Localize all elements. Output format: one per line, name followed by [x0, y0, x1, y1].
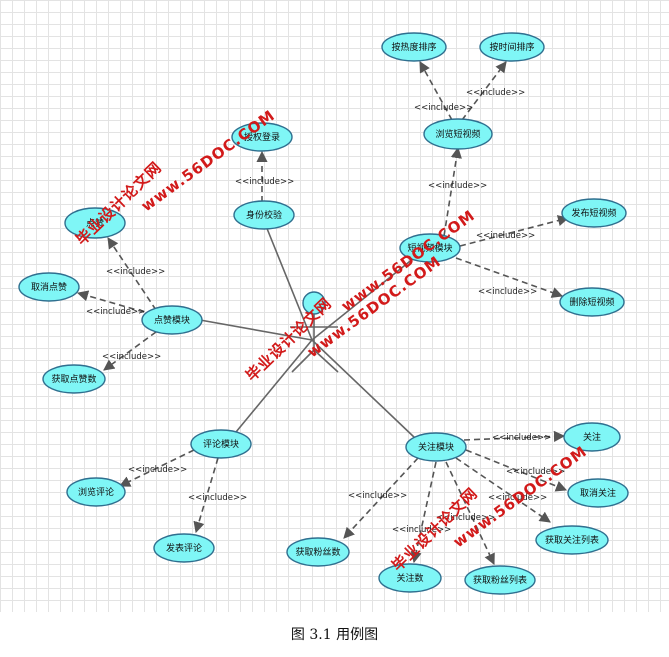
- include-label: <<include>>: [476, 231, 535, 241]
- use-case-label: 取消关注: [580, 487, 616, 499]
- include-edges: [76, 61, 570, 566]
- edge-comment-to-browse: [118, 449, 195, 487]
- include-label: <<include>>: [188, 493, 247, 503]
- use-case-short-video-module: 短视频模块: [399, 233, 461, 263]
- use-case-follow-module: 关注模块: [405, 432, 467, 462]
- assoc-like-module: [199, 319, 313, 341]
- include-labels: <<include>> <<include>> <<include>> <<in…: [86, 88, 565, 535]
- edge-browse-to-time: [461, 61, 507, 121]
- use-case-like-module: 点赞模块: [141, 305, 203, 335]
- edge-comment-to-post: [193, 457, 219, 534]
- use-case-label: 关注数: [396, 572, 423, 584]
- include-label: <<include>>: [86, 307, 145, 317]
- use-case-browse-videos: 浏览短视频: [423, 118, 493, 150]
- use-cases: 按热度排序 按时间排序 浏览短视频 授权登录 身份校验 点赞 短视频模块 发布: [18, 32, 629, 595]
- edge-follow-to-follow: [463, 430, 566, 442]
- use-case-by-time: 按时间排序: [479, 32, 545, 62]
- include-label: <<include>>: [106, 267, 165, 277]
- edge-follow-to-unfollow: [465, 449, 568, 492]
- actor-left-leg: [291, 349, 315, 373]
- use-case-label: 授权登录: [244, 131, 280, 143]
- use-case-by-heat: 按热度排序: [381, 32, 447, 62]
- watermark-text: www.56DOC.COM: [338, 206, 479, 315]
- use-case-label: 删除短视频: [569, 296, 614, 308]
- use-case-unfollow: 取消关注: [567, 478, 629, 508]
- assoc-follow-module: [311, 339, 416, 439]
- use-case-label: 身份校验: [246, 209, 282, 221]
- use-case-label: 浏览短视频: [435, 128, 480, 140]
- include-label: <<include>>: [348, 491, 407, 501]
- use-case-identity-check: 身份校验: [233, 200, 295, 230]
- edge-likemodule-to-like: [107, 237, 157, 311]
- use-case-comment-module: 评论模块: [190, 429, 252, 459]
- use-case-browse-comments: 浏览评论: [66, 477, 126, 507]
- use-case-get-follow-list: 获取关注列表: [535, 525, 609, 555]
- edge-follow-to-fanscount: [343, 457, 419, 539]
- include-label: <<include>>: [235, 177, 294, 187]
- use-case-post-comment: 发表评论: [153, 533, 215, 563]
- include-label: <<include>>: [478, 287, 537, 297]
- include-label: <<include>>: [128, 465, 187, 475]
- include-label: <<include>>: [492, 433, 551, 443]
- include-label: <<include>>: [488, 493, 547, 503]
- include-label: <<include>>: [414, 103, 473, 113]
- figure-caption: 图 3.1 用例图: [290, 627, 379, 643]
- use-case-label: 点赞模块: [154, 314, 190, 326]
- actor-right-leg: [313, 349, 339, 373]
- watermarks: 毕业设计论文网 www.56DOC.COM 毕业设计论文网 www.56DOC.…: [72, 106, 590, 575]
- assoc-identity-check: [265, 225, 313, 341]
- edge-likemodule-to-count: [103, 331, 157, 371]
- use-case-label: 短视频模块: [407, 242, 452, 254]
- use-case-label: 获取粉丝列表: [473, 574, 527, 586]
- use-case-diagram: <<include>> <<include>> <<include>> <<in…: [18, 32, 629, 595]
- use-case-label: 取消点赞: [31, 281, 67, 293]
- edge-follow-to-fanslist: [445, 461, 495, 566]
- use-case-label: 点赞: [86, 217, 104, 229]
- actor-user: [290, 291, 339, 373]
- use-case-follow: 关注: [563, 422, 621, 452]
- use-case-follow-count: 关注数: [378, 563, 442, 593]
- use-case-get-like-count: 获取点赞数: [42, 364, 106, 394]
- use-case-get-fans-list: 获取粉丝列表: [464, 565, 536, 595]
- use-case-authorize-login: 授权登录: [231, 122, 293, 152]
- edge-video-to-publish: [459, 215, 570, 247]
- use-case-label: 发表评论: [166, 542, 202, 554]
- use-case-label: 评论模块: [203, 438, 239, 450]
- edge-video-to-delete: [455, 257, 564, 298]
- diagram-canvas: <<include>> <<include>> <<include>> <<in…: [0, 0, 669, 612]
- use-case-label: 获取关注列表: [545, 534, 599, 546]
- use-case-label: 关注模块: [418, 441, 454, 453]
- use-case-get-fans-count: 获取粉丝数: [286, 537, 350, 567]
- include-label: <<include>>: [102, 352, 161, 362]
- include-label: <<include>>: [392, 525, 451, 535]
- assoc-comment-module: [235, 339, 313, 433]
- edge-browse-to-heat: [419, 61, 453, 121]
- edge-likemodule-to-cancel: [76, 290, 145, 313]
- use-case-like: 点赞: [64, 207, 126, 239]
- include-label: <<include>>: [436, 513, 495, 523]
- include-label: <<include>>: [466, 88, 525, 98]
- watermark-text: www.56DOC.COM: [138, 106, 279, 215]
- use-case-label: 获取点赞数: [51, 373, 96, 385]
- use-case-label: 获取粉丝数: [295, 546, 340, 558]
- use-case-label: 关注: [583, 431, 601, 443]
- use-case-label: 浏览评论: [78, 486, 114, 498]
- include-label: <<include>>: [506, 467, 565, 477]
- include-label: <<include>>: [428, 181, 487, 191]
- use-case-label: 发布短视频: [571, 207, 616, 219]
- use-case-publish-video: 发布短视频: [561, 198, 627, 228]
- edge-video-to-browse: [443, 146, 462, 237]
- edge-follow-to-followlist: [455, 457, 551, 523]
- edge-follow-to-followcount: [410, 461, 437, 564]
- use-case-cancel-like: 取消点赞: [18, 272, 80, 302]
- use-case-label: 按时间排序: [489, 41, 534, 53]
- use-case-delete-video: 删除短视频: [559, 287, 625, 317]
- use-case-label: 按热度排序: [391, 41, 436, 53]
